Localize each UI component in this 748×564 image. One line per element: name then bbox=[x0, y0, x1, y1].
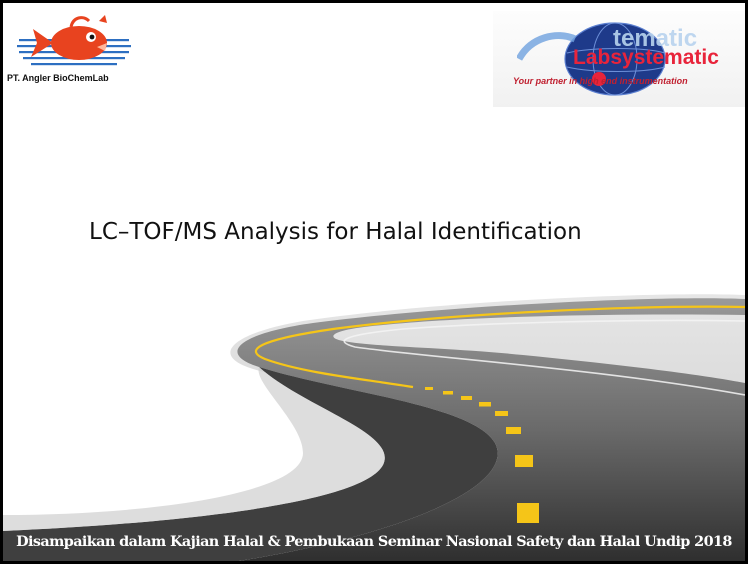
slide-footer: Disampaikan dalam Kajian Halal & Pembuka… bbox=[16, 532, 732, 550]
slide-title: LC–TOF/MS Analysis for Halal Identificat… bbox=[89, 219, 582, 245]
blue-swoosh-icon bbox=[517, 32, 577, 61]
globe-logo-icon bbox=[564, 22, 666, 96]
fish-logo-icon bbox=[17, 15, 131, 66]
labsystematic-tagline: Your partner in high end instrumentation bbox=[513, 76, 688, 86]
angler-logo bbox=[9, 13, 149, 91]
labsystematic-wordmark: Labsystematic bbox=[573, 46, 719, 69]
slide: PT. Angler BioChemLab tematic Labsystema… bbox=[3, 3, 745, 561]
road-illustration bbox=[3, 294, 745, 561]
labsystematic-logo: tematic Labsystematic Your partner in hi… bbox=[493, 11, 745, 107]
labsystematic-ghost-text: tematic bbox=[613, 25, 698, 52]
angler-logo-caption: PT. Angler BioChemLab bbox=[7, 73, 109, 83]
